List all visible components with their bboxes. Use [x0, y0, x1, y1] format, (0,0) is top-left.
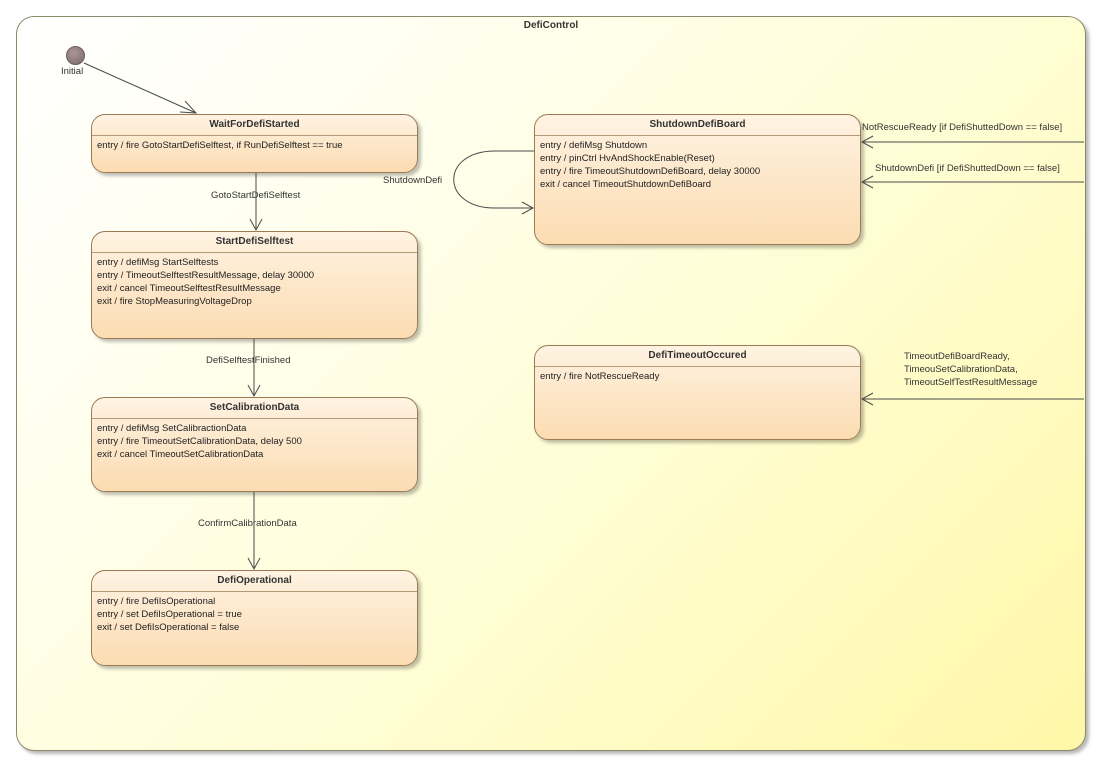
initial-node[interactable] [66, 46, 85, 65]
state-defi-timeout-occured[interactable]: DefiTimeoutOccured entry / fire NotRescu… [534, 345, 861, 440]
trigger-line: TimeouSetCalibrationData, [904, 364, 1018, 375]
state-action: exit / set DefiIsOperational = false [97, 622, 240, 633]
transition-label-selftest-finished: DefiSelftestFinished [206, 355, 291, 366]
transition-label-not-rescue-ready: NotRescueReady [if DefiShuttedDown == fa… [862, 122, 1063, 133]
transition-label-goto-start: GotoStartDefiSelftest [211, 190, 301, 201]
state-action: exit / fire StopMeasuringVoltageDrop [97, 296, 252, 307]
state-action: entry / TimeoutSelftestResultMessage, de… [97, 270, 315, 281]
state-title: WaitForDefiStarted [92, 115, 417, 136]
state-title: ShutdownDefiBoard [535, 115, 860, 136]
initial-label: Initial [61, 66, 84, 77]
state-action: exit / cancel TimeoutSetCalibrationData [97, 449, 264, 460]
state-start-defi-selftest[interactable]: StartDefiSelftest entry / defiMsg StartS… [91, 231, 418, 339]
trigger-line: TimeoutSelfTestResultMessage [904, 377, 1038, 388]
transition-label-timeouts: TimeoutDefiBoardReady, TimeouSetCalibrat… [904, 350, 1037, 389]
trigger-line: TimeoutDefiBoardReady, [904, 351, 1010, 362]
state-action: entry / fire GotoStartDefiSelftest, if R… [97, 140, 343, 151]
state-action: exit / cancel TimeoutSelftestResultMessa… [97, 283, 281, 294]
state-action: entry / fire DefiIsOperational [97, 596, 216, 607]
transition-label-confirm-calib: ConfirmCalibrationData [198, 518, 297, 529]
transition-label-self-shutdown: ShutdownDefi [383, 175, 443, 186]
state-shutdown-defi-board[interactable]: ShutdownDefiBoard entry / defiMsg Shutdo… [534, 114, 861, 245]
state-action: entry / defiMsg Shutdown [540, 140, 648, 151]
state-wait-for-defi-started[interactable]: WaitForDefiStarted entry / fire GotoStar… [91, 114, 418, 173]
state-title: DefiTimeoutOccured [535, 346, 860, 367]
composite-state-title: DefiControl [523, 20, 579, 31]
state-action: entry / fire NotRescueReady [540, 371, 660, 382]
state-defi-operational[interactable]: DefiOperational entry / fire DefiIsOpera… [91, 570, 418, 666]
state-action: entry / defiMsg StartSelftests [97, 257, 219, 268]
state-action: entry / pinCtrl HvAndShockEnable(Reset) [540, 153, 715, 164]
state-title: SetCalibrationData [92, 398, 417, 419]
state-action: entry / set DefiIsOperational = true [97, 609, 242, 620]
state-action: exit / cancel TimeoutShutdownDefiBoard [540, 179, 712, 190]
state-set-calibration-data[interactable]: SetCalibrationData entry / defiMsg SetCa… [91, 397, 418, 492]
state-title: DefiOperational [92, 571, 417, 592]
transition-label-shutdown-defi: ShutdownDefi [if DefiShuttedDown == fals… [875, 163, 1060, 174]
state-title: StartDefiSelftest [92, 232, 417, 253]
state-action: entry / defiMsg SetCalibractionData [97, 423, 247, 434]
state-action: entry / fire TimeoutSetCalibrationData, … [97, 436, 302, 447]
state-action: entry / fire TimeoutShutdownDefiBoard, d… [540, 166, 761, 177]
